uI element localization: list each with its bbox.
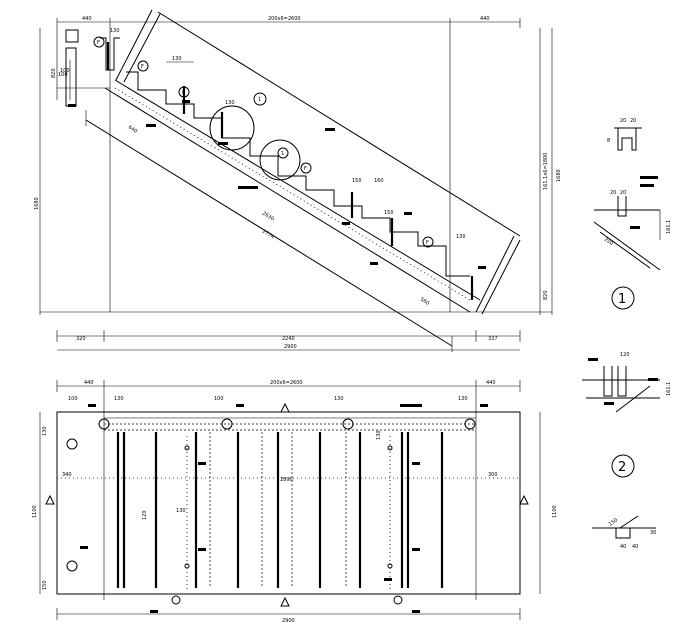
plan-post-3 bbox=[342, 418, 354, 430]
callout-f-3 bbox=[178, 86, 190, 98]
plan-bay-2: 130 bbox=[376, 430, 382, 440]
d1-dim-a: 20 bbox=[610, 190, 616, 196]
dim-nosing-a: 150 bbox=[352, 178, 362, 184]
plan-top-right: 440 bbox=[486, 380, 496, 386]
d3-c: 150 bbox=[608, 517, 619, 527]
detail-2-label: 2 bbox=[618, 460, 626, 475]
dim-edge-b: 150 bbox=[384, 210, 394, 216]
callout-f-2-label: F bbox=[141, 64, 144, 70]
callout-f-2 bbox=[137, 60, 149, 72]
plan-post-label-2: 130 bbox=[114, 396, 124, 402]
detail-2-marker bbox=[611, 454, 635, 478]
dim-left-small: 820 bbox=[51, 68, 57, 78]
plan-post-1 bbox=[98, 418, 110, 430]
d3-b: 40 bbox=[632, 544, 638, 550]
detail-circle-2 bbox=[259, 139, 301, 181]
plan-view: 440 200x6=2600 440 1100 1100 130 150 340… bbox=[32, 380, 558, 624]
d1-top-b: 20 bbox=[630, 118, 636, 124]
dim-right-b: 1680 bbox=[556, 169, 562, 182]
callout-f-1-label: F bbox=[97, 40, 100, 46]
callout-f-1 bbox=[93, 36, 105, 48]
ref-marker-1-label: 1 bbox=[258, 97, 261, 103]
dim-bottom-mid: 2240 bbox=[282, 336, 295, 342]
dim-bottom-left: 320 bbox=[76, 336, 86, 342]
detail-2: 120 161.1 2 bbox=[582, 352, 672, 478]
callout-f-4-label: F bbox=[304, 166, 307, 172]
ref-marker-1 bbox=[253, 92, 267, 106]
d2-h: 161.1 bbox=[666, 382, 672, 396]
detail-1: 20 20 8 20 20 161.1 200 1 bbox=[593, 118, 672, 310]
plan-top-mid: 200x6=2600 bbox=[270, 380, 303, 386]
dim-overall: 2900 bbox=[284, 344, 297, 350]
dim-riser: 100 bbox=[60, 68, 70, 74]
plan-post-5 bbox=[66, 438, 78, 450]
callout-f-4 bbox=[300, 162, 312, 174]
plan-post-4 bbox=[464, 418, 476, 430]
callout-f-5-label: F bbox=[426, 240, 429, 246]
elevation-view: 440 200x6=2600 440 1680 820 161.1x6=1800… bbox=[34, 9, 562, 352]
ref-marker-2-label: 1 bbox=[281, 151, 284, 157]
dim-step-tread: 130 bbox=[172, 56, 182, 62]
dim-edge-a: 130 bbox=[456, 234, 466, 240]
callout-f-5 bbox=[422, 236, 434, 248]
detail-1-label: 1 bbox=[618, 292, 626, 307]
dim-top-right: 440 bbox=[480, 16, 490, 22]
d1-h: 8 bbox=[607, 138, 610, 144]
plan-post-label-5: 130 bbox=[458, 396, 468, 402]
d1-slope: 200 bbox=[603, 237, 614, 247]
callout-f-3-label: F bbox=[182, 90, 185, 96]
plan-left-total: 1100 bbox=[32, 505, 38, 518]
plan-top-left: 440 bbox=[84, 380, 94, 386]
dim-slope-upper: 640 bbox=[127, 125, 138, 135]
d1-height: 161.1 bbox=[666, 220, 672, 234]
detail-circle-1 bbox=[209, 105, 255, 151]
dim-slope-lower: 2774 bbox=[261, 229, 275, 241]
plan-mid-center: 2890 bbox=[280, 477, 293, 483]
plan-left-inner-b: 150 bbox=[42, 580, 48, 590]
plan-bay: 130 bbox=[176, 508, 186, 514]
plan-right-total: 1100 bbox=[552, 505, 558, 518]
dim-top-tread: 130 bbox=[110, 28, 120, 34]
d3-d: 30 bbox=[650, 530, 656, 536]
detail-3: 150 30 40 40 bbox=[592, 515, 656, 550]
dim-right-small: 820 bbox=[543, 290, 549, 300]
dim-step-tread-2: 130 bbox=[225, 100, 235, 106]
dim-near-base: 560 bbox=[419, 297, 430, 307]
plan-post-label-4: 130 bbox=[334, 396, 344, 402]
plan-left-inner: 130 bbox=[42, 426, 48, 436]
plan-post-2 bbox=[221, 418, 233, 430]
plan-overall: 2900 bbox=[282, 618, 295, 624]
dim-top-left: 440 bbox=[82, 16, 92, 22]
dim-top-mid: 200x6=2600 bbox=[268, 16, 301, 22]
dim-post-h: 100 bbox=[58, 72, 68, 78]
d2-top: 120 bbox=[620, 352, 630, 358]
dim-bottom-right: 337 bbox=[488, 336, 498, 342]
dim-left-height: 1680 bbox=[34, 197, 40, 210]
d1-top: 20 bbox=[620, 118, 626, 124]
dim-right-a: 161.1x6=1800 bbox=[543, 153, 549, 190]
dim-nosing-b: 160 bbox=[374, 178, 384, 184]
dim-slope-mid: 2630 bbox=[261, 211, 275, 223]
plan-near-right: 300 bbox=[488, 472, 498, 478]
plan-post-6 bbox=[66, 560, 78, 572]
d3-a: 40 bbox=[620, 544, 626, 550]
ref-marker-2 bbox=[277, 147, 289, 159]
plan-post-label-1: 100 bbox=[68, 396, 78, 402]
plan-near-left: 340 bbox=[62, 472, 72, 478]
plan-center-dim: 120 bbox=[142, 510, 148, 520]
d1-dim-b: 20 bbox=[620, 190, 626, 196]
plan-post-label-3: 100 bbox=[214, 396, 224, 402]
detail-1-marker bbox=[611, 286, 635, 310]
